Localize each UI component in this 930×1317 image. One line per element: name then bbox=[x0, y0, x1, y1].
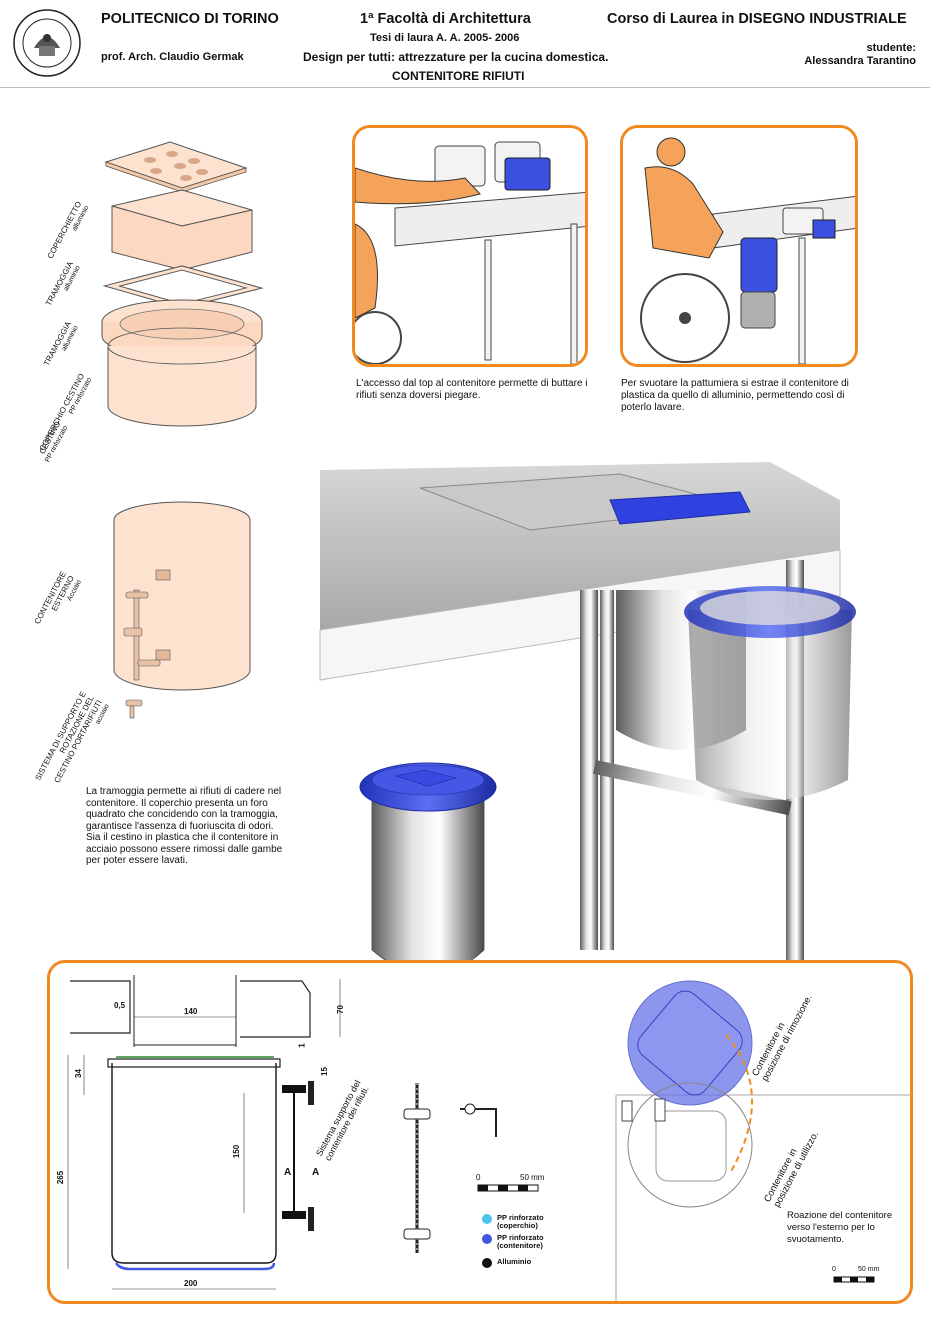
dim-265: 265 bbox=[56, 1170, 66, 1185]
student-name: Alessandra Tarantino bbox=[804, 55, 916, 67]
empty-bin-illustration bbox=[623, 128, 855, 364]
university-seal-icon bbox=[13, 9, 81, 77]
exploded-view-drawing bbox=[101, 141, 264, 719]
section-drawing bbox=[67, 975, 910, 1301]
student-label: studente: bbox=[866, 42, 917, 54]
section-mark-left: A bbox=[284, 1167, 292, 1178]
dim-140: 140 bbox=[184, 1007, 198, 1016]
scale-50mm: 50 mm bbox=[520, 1173, 545, 1182]
institution-name: POLITECNICO DI TORINO bbox=[101, 11, 279, 27]
section-mark-right: A bbox=[312, 1167, 320, 1178]
legend-pp-container: PP rinforzato (contenitore) bbox=[482, 1234, 572, 1250]
scale2-zero: 0 bbox=[832, 1266, 836, 1273]
dim-150: 150 bbox=[232, 1144, 242, 1159]
label-support-system: SISTEMA DI SUPPORTO E ROTAZIONE DEL CEST… bbox=[33, 690, 111, 785]
project-title: Design per tutti: attrezzature per la cu… bbox=[303, 50, 609, 64]
professor-name: prof. Arch. Claudio Germak bbox=[101, 51, 244, 63]
dim-1: 1 bbox=[297, 1043, 307, 1048]
technical-drawing-panel: 0,5 140 70 1 34 15 150 265 200 A A Siste… bbox=[47, 960, 913, 1304]
caption-top-access: L'accesso dal top al contenitore permett… bbox=[356, 378, 588, 401]
thesis-year: Tesi di laura A. A. 2005- 2006 bbox=[370, 32, 520, 44]
course-name: Corso di Laurea in DISEGNO INDUSTRIALE bbox=[607, 11, 907, 27]
dim-200: 200 bbox=[184, 1279, 198, 1288]
illustration-empty-bin bbox=[620, 125, 858, 367]
top-access-illustration bbox=[355, 128, 585, 364]
title-block: POLITECNICO DI TORINO 1ª Facoltà di Arch… bbox=[0, 0, 930, 88]
rotation-caption: Roazione del contenitore verso l'esterno… bbox=[787, 1210, 893, 1245]
subject-title: CONTENITORE RIFIUTI bbox=[392, 69, 525, 83]
dim-15: 15 bbox=[319, 1067, 329, 1076]
legend-aluminium: Alluminio bbox=[482, 1258, 572, 1268]
dim-0-5: 0,5 bbox=[114, 1001, 126, 1010]
illustration-top-access bbox=[352, 125, 588, 367]
main-render bbox=[319, 462, 856, 976]
caption-empty-bin: Per svuotare la pattumiera si estrae il … bbox=[621, 378, 849, 413]
caption-hopper: La tramoggia permette ai rifiuti di cade… bbox=[86, 786, 283, 866]
legend-swatch bbox=[482, 1234, 492, 1244]
scale-zero: 0 bbox=[476, 1173, 481, 1182]
legend-pp-lid: PP rinforzato (coperchio) bbox=[482, 1214, 572, 1230]
legend-swatch bbox=[482, 1258, 492, 1268]
dim-34: 34 bbox=[73, 1069, 83, 1078]
faculty-name: 1ª Facoltà di Architettura bbox=[360, 11, 531, 27]
legend-swatch bbox=[482, 1214, 492, 1224]
scale2-50mm: 50 mm bbox=[858, 1266, 880, 1273]
dim-70: 70 bbox=[335, 1005, 345, 1014]
